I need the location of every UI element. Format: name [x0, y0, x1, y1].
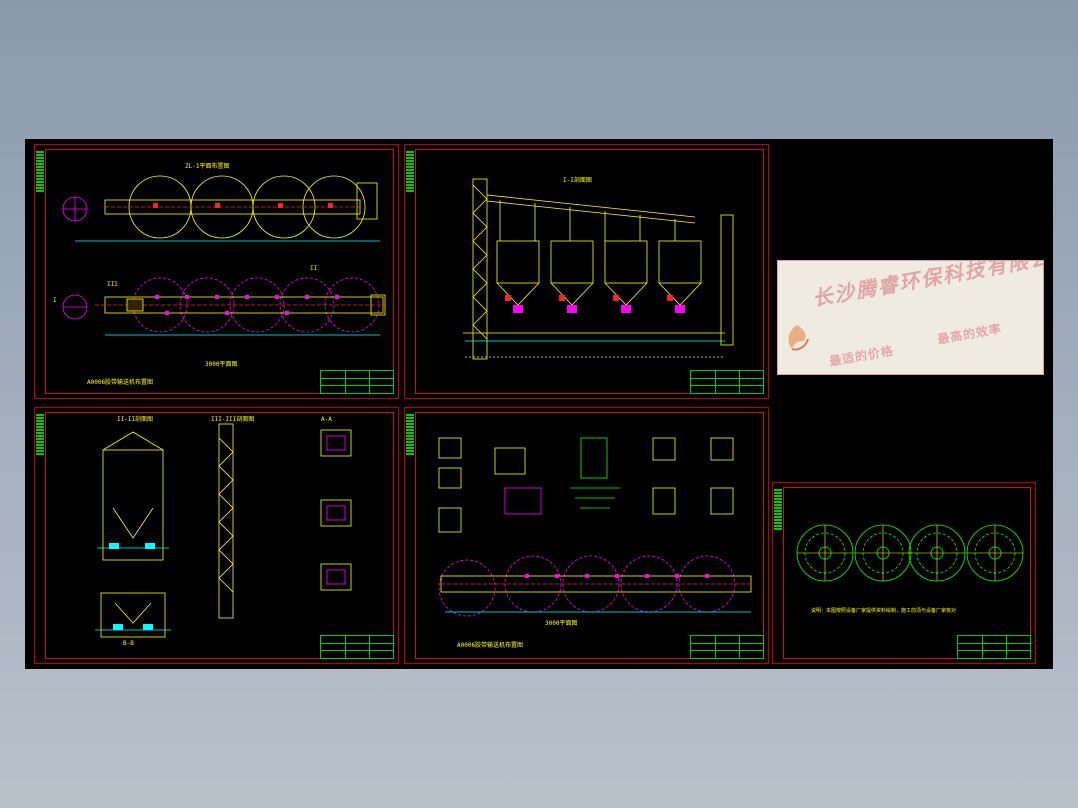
detail-title-b: III-III剖面图 — [211, 416, 255, 423]
section-drawing — [463, 178, 734, 360]
company-logo-icon — [788, 325, 809, 351]
drawing-sheet-details[interactable]: 3000平面图 A0006胶带输送机布置图 — [404, 407, 769, 664]
title-block — [690, 635, 764, 659]
tanks-drawing — [796, 524, 1024, 582]
drawing-sheet-plan[interactable]: ZL-1平面布置图 3000平面图 I II III A0006胶带输送机布置图 — [34, 144, 399, 399]
plan-subtitle: 3000平面图 — [205, 361, 238, 368]
sheet-border — [415, 149, 764, 394]
sheet-tag — [36, 414, 44, 456]
sheet-tag — [406, 414, 414, 456]
cad-model-space[interactable]: ZL-1平面布置图 3000平面图 I II III A0006胶带输送机布置图 — [25, 139, 1053, 669]
plan-title: ZL-1平面布置图 — [185, 163, 230, 170]
detail-label-c: A-A — [321, 416, 332, 423]
details-caption: A0006胶带输送机布置图 — [457, 642, 524, 649]
title-block — [690, 370, 764, 394]
watermark-banner: 长沙腾睿环保科技有限公司 最适的价格 最高的效率 — [777, 260, 1044, 375]
section-title: I-I剖面图 — [563, 177, 592, 184]
detail-label-d: B-B — [123, 640, 134, 647]
watermark-slogan-efficiency: 最高的效率 — [936, 321, 1003, 347]
sheet-tag — [36, 151, 44, 193]
drawing-sheet-section-2[interactable]: II-II剖面图 III-III剖面图 A-A B-B — [34, 407, 399, 664]
title-block — [957, 635, 1031, 659]
drawing-sheet-section-1[interactable]: I-I剖面图 — [404, 144, 769, 399]
sheet-tag — [774, 489, 782, 531]
detail-drawing — [95, 423, 352, 638]
section-marker-ii: II — [310, 265, 318, 272]
sheet-tag — [406, 151, 414, 193]
tanks-note: 说明：本图按照设备厂家提供资料绘制，施工前须与设备厂家核对 — [811, 608, 957, 614]
sheet-border — [415, 412, 764, 659]
details-drawing — [438, 437, 752, 617]
sheet-border — [783, 487, 1031, 659]
detail-title-a: II-II剖面图 — [117, 416, 154, 423]
details-plan-title: 3000平面图 — [545, 620, 578, 627]
watermark-slogan-price: 最适的价格 — [828, 343, 895, 369]
title-block — [320, 635, 394, 659]
section-marker-i: I — [53, 297, 57, 304]
section-marker-iii: III — [107, 281, 118, 288]
sheet-border — [45, 149, 394, 394]
sheet-border — [45, 412, 394, 659]
title-block — [320, 370, 394, 394]
plan-caption: A0006胶带输送机布置图 — [87, 379, 154, 386]
watermark-company: 长沙腾睿环保科技有限公司 — [810, 260, 1044, 311]
drawing-sheet-tanks[interactable]: 说明：本图按照设备厂家提供资料绘制，施工前须与设备厂家核对 — [772, 482, 1036, 664]
plan-drawing — [62, 175, 386, 336]
